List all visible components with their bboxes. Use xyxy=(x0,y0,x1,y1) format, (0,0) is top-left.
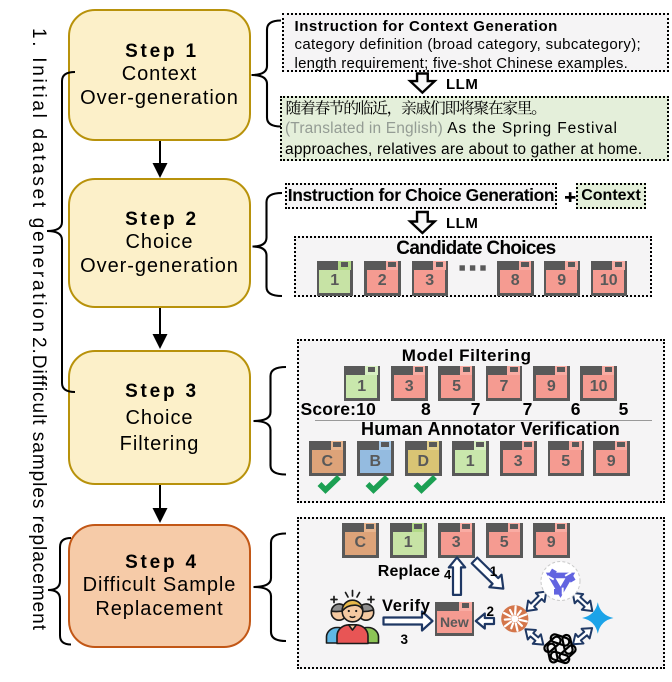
svg-text:2.Difficult samples replacemen: 2.Difficult samples replacement xyxy=(28,337,49,631)
svg-text:1. Initial dataset generation: 1. Initial dataset generation xyxy=(28,28,49,332)
